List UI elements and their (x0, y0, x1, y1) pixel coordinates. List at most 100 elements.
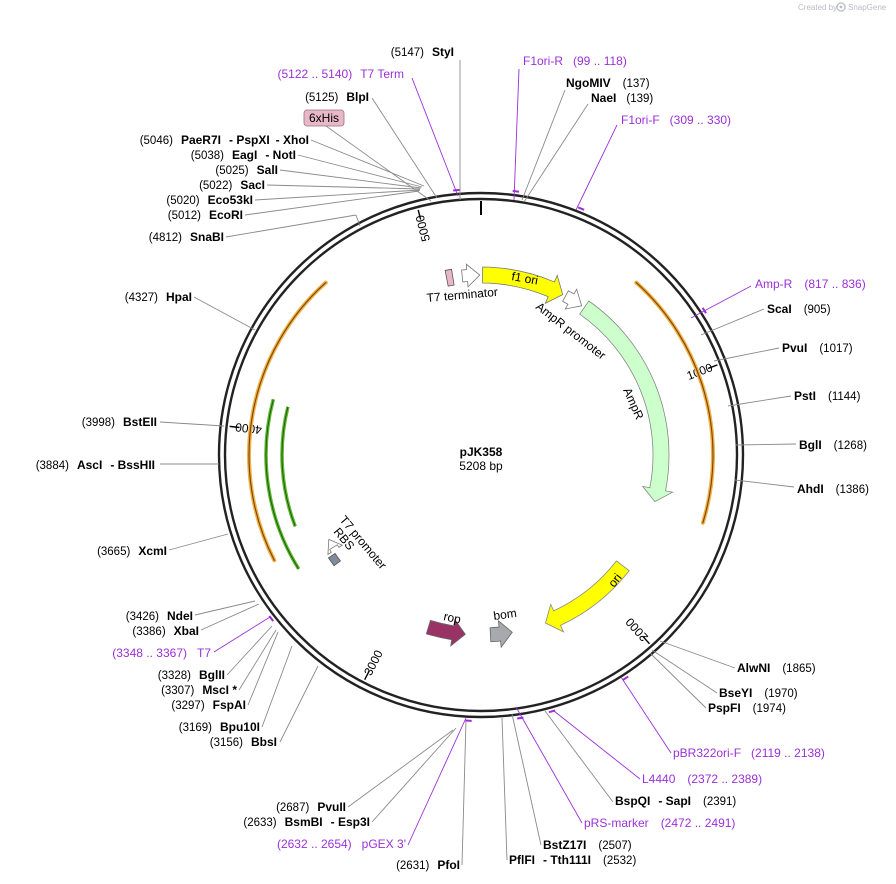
leader-line (544, 710, 614, 803)
primer-site-marker (268, 615, 275, 622)
feature-rop[interactable] (425, 618, 466, 647)
leader-line (159, 421, 225, 427)
primer-site-marker (453, 188, 460, 192)
primer-label-t7-term[interactable]: (5122 .. 5140)T7 Term (277, 67, 404, 81)
site-label-alwni[interactable]: AlwNI(1865) (737, 661, 816, 675)
leader-line (266, 184, 421, 190)
site-label-hpai[interactable]: (4327)HpaI (125, 290, 192, 304)
feature-t7-terminator[interactable] (461, 263, 481, 288)
leader-line (735, 443, 797, 446)
leader-line (213, 616, 271, 653)
site-label-eco53ki[interactable]: (5020)Eco53kI (166, 193, 253, 207)
site-label-saci[interactable]: (5022)SacI (199, 178, 265, 192)
feature-ori[interactable] (545, 560, 630, 633)
ruler-tick (229, 425, 240, 429)
leader-line (690, 285, 752, 319)
feature-badge-6xhis[interactable]: 6xHis (303, 109, 345, 127)
features (327, 263, 674, 649)
leader-line (194, 600, 256, 616)
leader-line (297, 154, 423, 188)
leader-line (513, 68, 520, 201)
site-label-asci-bsshii[interactable]: (3884)AscI- BssHII (36, 458, 155, 472)
site-label-ngomiv[interactable]: NgoMIV(137) (566, 76, 650, 90)
site-label-sali[interactable]: (5025)SalI (215, 163, 278, 177)
leader-line (411, 77, 459, 197)
site-label-msci[interactable]: (3307)MscI * (161, 683, 237, 697)
primer-label-amp-r[interactable]: Amp-R(817 .. 836) (755, 277, 866, 291)
site-label-ecori[interactable]: (5012)EcoRI (168, 208, 243, 222)
leader-line (461, 719, 467, 866)
primer-label-t7[interactable]: (3348 .. 3367)T7 (112, 646, 211, 660)
site-label-bbsi[interactable]: (3156)BbsI (210, 735, 277, 749)
leader-line (651, 649, 718, 694)
site-label-bgli[interactable]: BglI(1268) (799, 438, 867, 452)
leader-line (649, 652, 707, 709)
site-label-bstz17i[interactable]: BstZ17I(2507) (543, 838, 632, 852)
site-label-pvuii[interactable]: (2687)PvuII (276, 800, 346, 814)
primer-label-f1ori-f[interactable]: F1ori-F(309 .. 330) (621, 113, 731, 127)
site-label-ndei[interactable]: (3426)NdeI (126, 609, 193, 623)
site-label-pfoi[interactable]: (2631)PfoI (396, 858, 460, 872)
ruler-tick (707, 364, 718, 370)
site-label-fspai[interactable]: (3297)FspAI (171, 698, 246, 712)
brand-text: SnapGene (848, 3, 887, 12)
site-label-eagi-noti[interactable]: (5038)EagI- NotI (191, 148, 296, 162)
site-label-pflfi-tth111i[interactable]: PflFI- Tth111I(2532) (509, 853, 636, 867)
primer-label-pbr322ori-f[interactable]: pBR322ori-F(2119 .. 2138) (673, 746, 825, 760)
site-label-paer7i-pspxi-xhoi[interactable]: (5046)PaeR7I- PspXI- XhoI (140, 133, 309, 147)
site-label-bpu10i[interactable]: (3169)Bpu10I (179, 720, 260, 734)
site-label-bsmbi-esp3i[interactable]: (2633)BsmBI- Esp3I (243, 815, 370, 829)
leader-line (575, 124, 618, 211)
site-label-bsteii[interactable]: (3998)BstEII (82, 415, 157, 429)
site-label-naei[interactable]: NaeI(139) (591, 91, 653, 105)
primer-label-prs-marker[interactable]: pRS-marker(2472 .. 2491) (584, 816, 735, 830)
site-label-snabi[interactable]: (4812)SnaBI (149, 230, 224, 244)
site-label-xcmi[interactable]: (3665)XcmI (97, 544, 167, 558)
site-label-xbai[interactable]: (3386)XbaI (132, 624, 199, 638)
site-label-psti[interactable]: PstI(1144) (794, 389, 861, 403)
site-label-bglii[interactable]: (3328)BglII (158, 668, 225, 682)
feature-rbs[interactable] (327, 552, 342, 567)
feature-bom[interactable] (489, 619, 513, 649)
site-label-bspqi-sapi[interactable]: BspQI- SapI(2391) (615, 794, 736, 808)
leader-line (355, 214, 361, 227)
leader-line (407, 717, 467, 846)
feature-f1-ori[interactable] (482, 266, 564, 305)
leader-line (200, 603, 260, 631)
orf-arcs (247, 280, 715, 570)
site-label-styi[interactable]: (5147)StyI (391, 45, 454, 59)
feature-label-f1-ori: f1 ori (510, 269, 539, 287)
feature-t7-promoter[interactable] (327, 538, 344, 556)
site-label-pvui[interactable]: PvuI(1017) (782, 341, 853, 355)
plasmid-size: 5208 bp (459, 459, 503, 473)
orf-arc-core (248, 281, 327, 561)
leader-line (247, 631, 279, 706)
ruler-tick-label: 5000 (413, 213, 433, 243)
label-leader-lines (159, 60, 797, 866)
ruler-tick (417, 209, 422, 220)
site-label-ahdi[interactable]: AhdI(1386) (797, 482, 869, 496)
primer-site-marker (622, 675, 629, 681)
primer-site-marker (548, 709, 556, 714)
site-label-scai[interactable]: ScaI(905) (767, 302, 831, 316)
leader-line (620, 676, 672, 754)
feature-6xhis-mark[interactable] (444, 268, 455, 287)
feature-label-t7-terminator: T7 terminator (426, 285, 498, 305)
primer-label-pgex3[interactable]: (2632 .. 2654)pGEX 3' (277, 837, 406, 851)
site-label-bseyi[interactable]: BseYI(1970) (719, 686, 798, 700)
site-label-blpi[interactable]: (5125)BlpI (305, 90, 369, 104)
primer-label-f1ori-r[interactable]: F1ori-R(99 .. 118) (523, 54, 627, 68)
orf-arc-core (281, 406, 296, 527)
primer-label-l4440[interactable]: L4440(2372 .. 2389) (642, 772, 762, 786)
leader-line (553, 710, 641, 780)
ruler-tick (364, 670, 370, 680)
site-label-pspfi[interactable]: PspFI(1974) (708, 701, 786, 715)
feature-label-rop: rop (442, 609, 462, 626)
watermark-text: Created by (798, 3, 837, 12)
leader-line (325, 125, 432, 202)
primer-site-marker (517, 716, 524, 720)
feature-ampr[interactable] (579, 300, 674, 503)
feature-ampr-promoter[interactable] (562, 288, 583, 310)
leader-line (310, 139, 425, 187)
